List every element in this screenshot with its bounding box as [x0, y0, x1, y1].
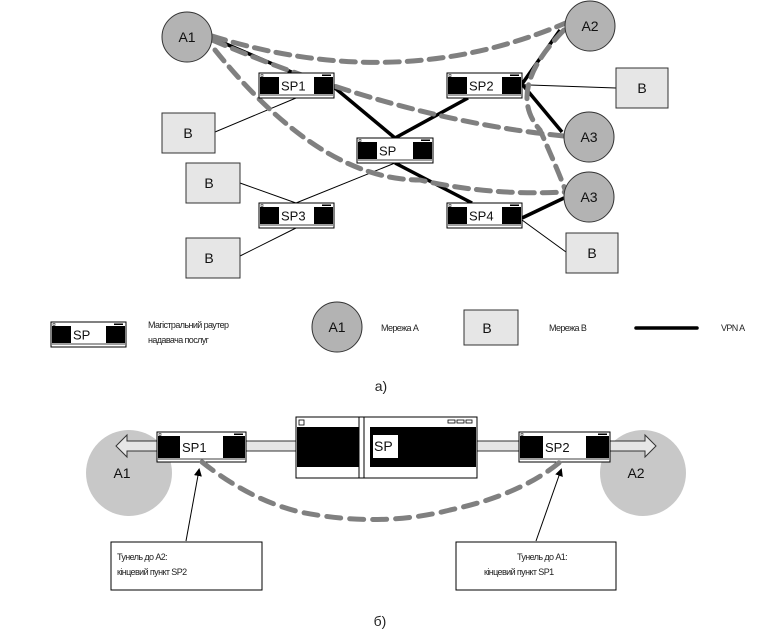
legend-vpn-desc: VPN A: [721, 323, 745, 333]
router-sp2[interactable]: SP2: [446, 72, 523, 99]
network-a1[interactable]: A1: [161, 11, 213, 63]
callout-left-line2: кінцевий пункт SP2: [117, 567, 187, 577]
router-sp4[interactable]: SP4: [446, 202, 523, 229]
vpn-sp4-a3: [521, 196, 565, 220]
legend-router-icon[interactable]: SP: [50, 321, 127, 348]
core-router-sp[interactable]: SP: [295, 416, 478, 479]
legend: SP Магістральний раутер надавача послуг …: [50, 301, 746, 353]
legend-router-icon-label: SP: [73, 328, 90, 343]
router-sp[interactable]: SP: [356, 137, 434, 164]
network-a3-lower[interactable]: A3: [563, 171, 615, 223]
link-sp3-sp: [295, 162, 396, 204]
caption-a: а): [375, 378, 387, 394]
network-a3-lower-label: A3: [580, 189, 597, 205]
network-a1-label: A1: [178, 29, 195, 45]
tunnel-a1-a3-upper: [209, 37, 567, 139]
pipe-sp-sp2: [476, 440, 520, 452]
link-b-sp1: [214, 97, 297, 133]
legend-network-a-icon-label: A1: [328, 319, 345, 335]
legend-network-b-desc: Мережа В: [549, 323, 587, 333]
callout-right-line1: Тунель до А1:: [517, 552, 567, 562]
vpn-tunnels: [209, 19, 571, 196]
arrow-left-icon: [115, 433, 158, 459]
network-a3-upper-label: A3: [580, 129, 597, 145]
network-b-sp4-label: B: [587, 245, 596, 261]
tunnel-a2-a3: [524, 27, 569, 195]
caption-b: б): [374, 613, 387, 629]
pipe-sp1-sp: [245, 440, 299, 452]
callout-arrow-left: [185, 468, 202, 542]
network-b-sp4[interactable]: B: [565, 232, 619, 274]
router-sp1-b[interactable]: SP1: [156, 431, 247, 463]
callout-left: Тунель до А2: кінцевий пункт SP2: [110, 541, 263, 591]
router-sp1[interactable]: SP1: [258, 72, 335, 99]
callout-left-line1: Тунель до А2:: [117, 552, 167, 562]
network-b-sp2[interactable]: B: [615, 67, 669, 109]
network-a3-upper[interactable]: A3: [563, 111, 615, 163]
link-b-sp3: [239, 182, 297, 204]
network-b-sp2-label: B: [637, 80, 646, 96]
router-sp3-label: SP3: [281, 209, 306, 224]
router-sp1-label: SP1: [281, 79, 306, 94]
router-sp2-label: SP2: [469, 79, 494, 94]
network-a2-b-label: A2: [627, 465, 644, 481]
network-a1-b-label: A1: [113, 465, 130, 481]
network-b-sp3-lower-label: B: [204, 250, 213, 266]
tunnel-a1-a2: [209, 19, 571, 65]
diagram-b: A1 A2 SP SP1 SP2: [86, 416, 686, 629]
router-sp4-label: SP4: [469, 209, 494, 224]
router-sp1-b-label: SP1: [182, 440, 207, 455]
router-sp2-b-label: SP2: [545, 440, 570, 455]
router-sp-label: SP: [379, 144, 396, 159]
link-sp4-b: [521, 219, 567, 253]
vpn-sp1-sp: [333, 86, 397, 140]
network-a2-label: A2: [581, 18, 598, 34]
network-b-sp3-upper-label: B: [204, 175, 213, 191]
network-b-sp3-upper[interactable]: B: [185, 162, 241, 204]
legend-network-a-icon: A1: [311, 301, 363, 353]
legend-network-b-icon: B: [463, 309, 519, 346]
tunnel-a1-a3-lower: [212, 47, 569, 196]
network-b-sp3-lower[interactable]: B: [185, 237, 241, 279]
legend-network-b-icon-label: B: [482, 320, 491, 336]
router-sp2-b[interactable]: SP2: [518, 431, 611, 463]
legend-router-desc-2: надавача послуг: [148, 335, 210, 345]
core-router-sp-label: SP: [374, 438, 393, 454]
legend-network-a-desc: Мережа А: [381, 323, 419, 333]
callout-right: Тунель до А1: кінцевий пункт SP1: [455, 541, 617, 591]
network-b-sp1[interactable]: B: [161, 112, 216, 154]
vpn-sp-sp2: [394, 96, 469, 140]
arrow-right-icon: [609, 433, 657, 459]
tunnel-sp1-sp2: [199, 459, 563, 523]
callout-arrow-right: [535, 468, 563, 542]
network-b-sp1-label: B: [183, 125, 192, 141]
link-sp3-b: [239, 227, 297, 257]
callout-right-line2: кінцевий пункт SP1: [484, 567, 554, 577]
legend-router-desc-1: Магістральний раутер: [148, 320, 229, 330]
network-a2[interactable]: A2: [564, 0, 616, 52]
router-sp3[interactable]: SP3: [258, 202, 335, 229]
